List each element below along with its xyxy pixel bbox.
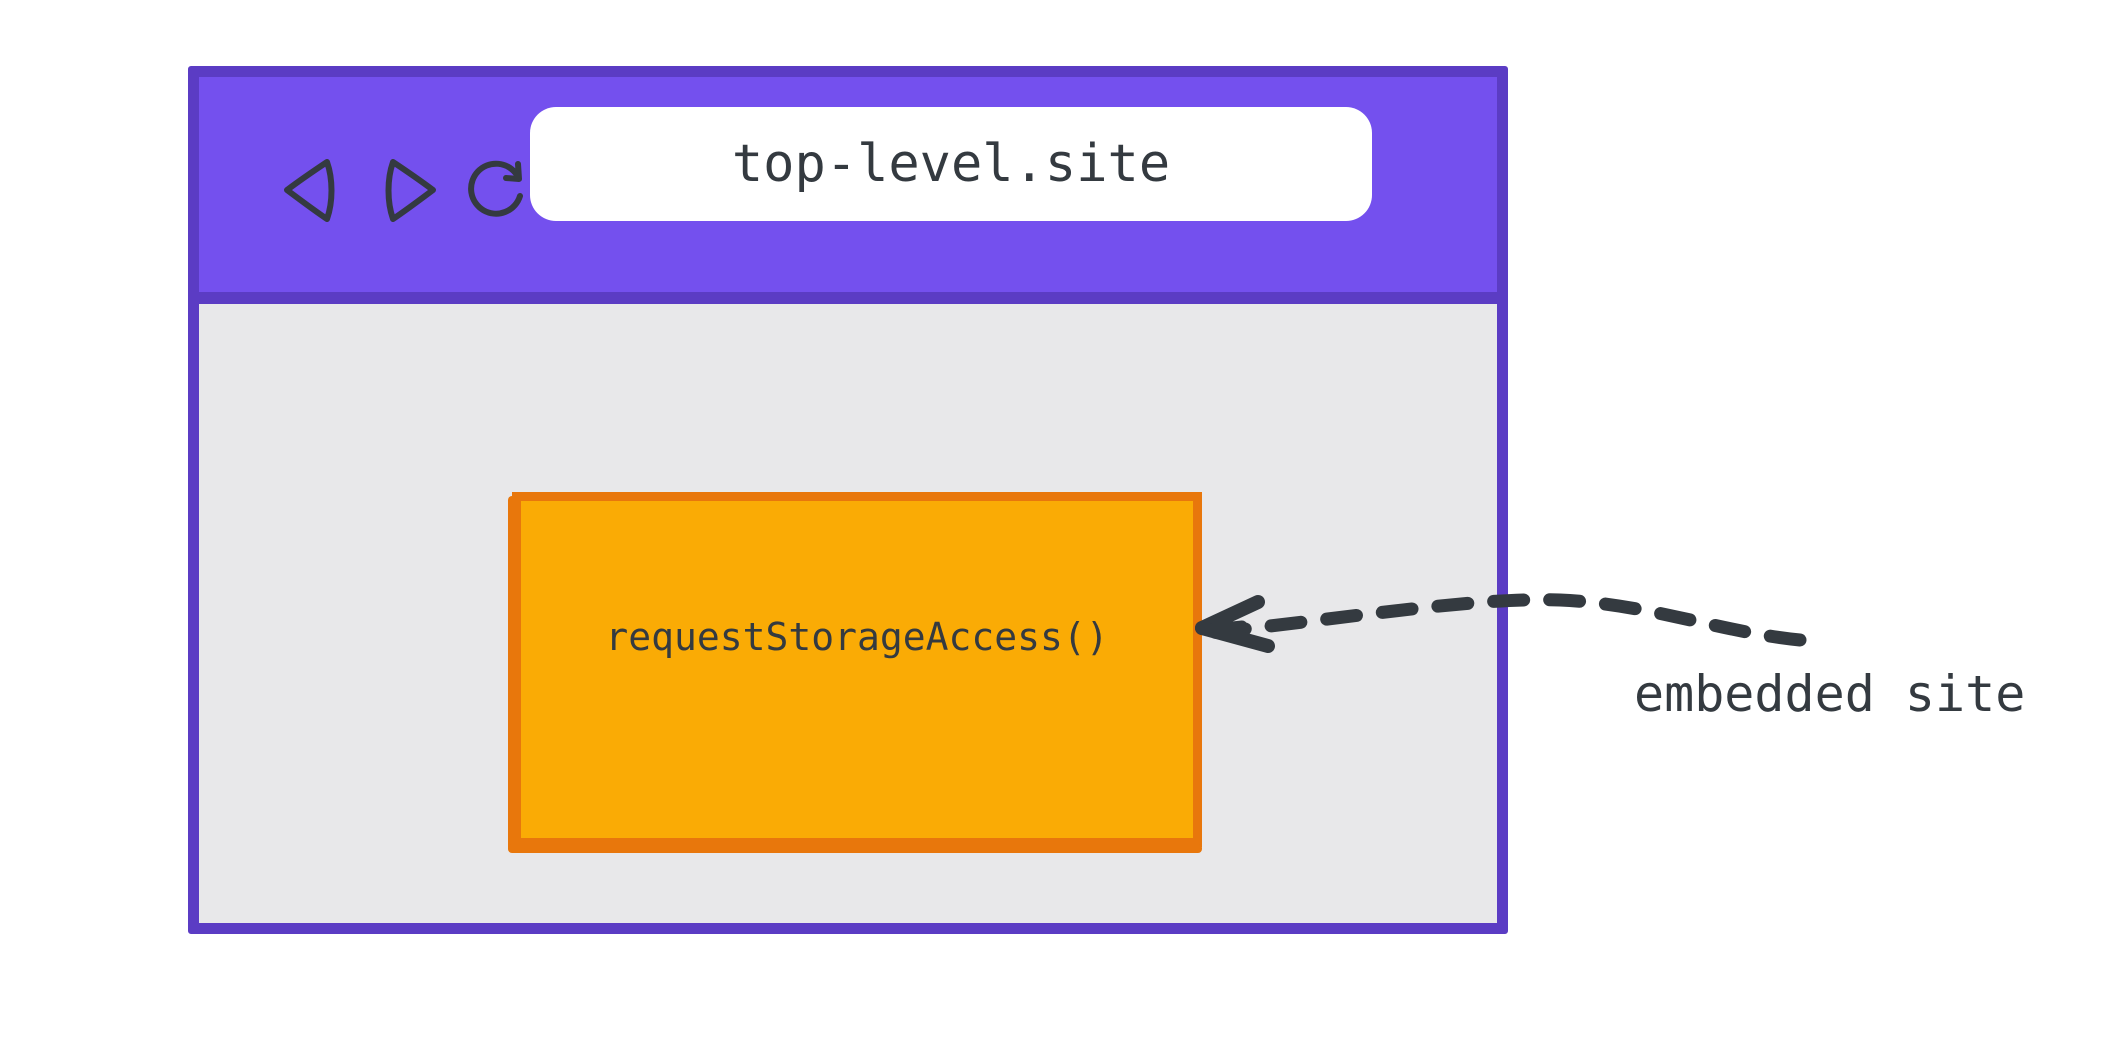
embedded-site-annotation-label: embedded site	[1634, 665, 2026, 723]
circular-arrow-icon	[468, 160, 523, 217]
triangle-right-icon	[385, 159, 436, 222]
url-bar[interactable]: top-level.site	[530, 107, 1372, 221]
toolbar-divider	[199, 292, 1497, 304]
back-button[interactable]	[277, 153, 351, 227]
request-storage-access-label: requestStorageAccess()	[605, 615, 1109, 659]
triangle-left-icon	[284, 159, 335, 222]
embedded-iframe[interactable]: requestStorageAccess()	[508, 492, 1202, 853]
dashed-arrow-icon	[1195, 593, 1807, 653]
url-text: top-level.site	[731, 134, 1171, 194]
browser-toolbar: top-level.site	[199, 77, 1497, 292]
embedded-frame-sketch-stroke-left	[508, 496, 517, 852]
embedded-iframe-surface	[512, 492, 1202, 847]
forward-button[interactable]	[369, 153, 443, 227]
embedded-frame-sketch-stroke-bottom	[508, 844, 1202, 853]
reload-button[interactable]	[461, 153, 535, 227]
window-frame	[188, 66, 1508, 934]
